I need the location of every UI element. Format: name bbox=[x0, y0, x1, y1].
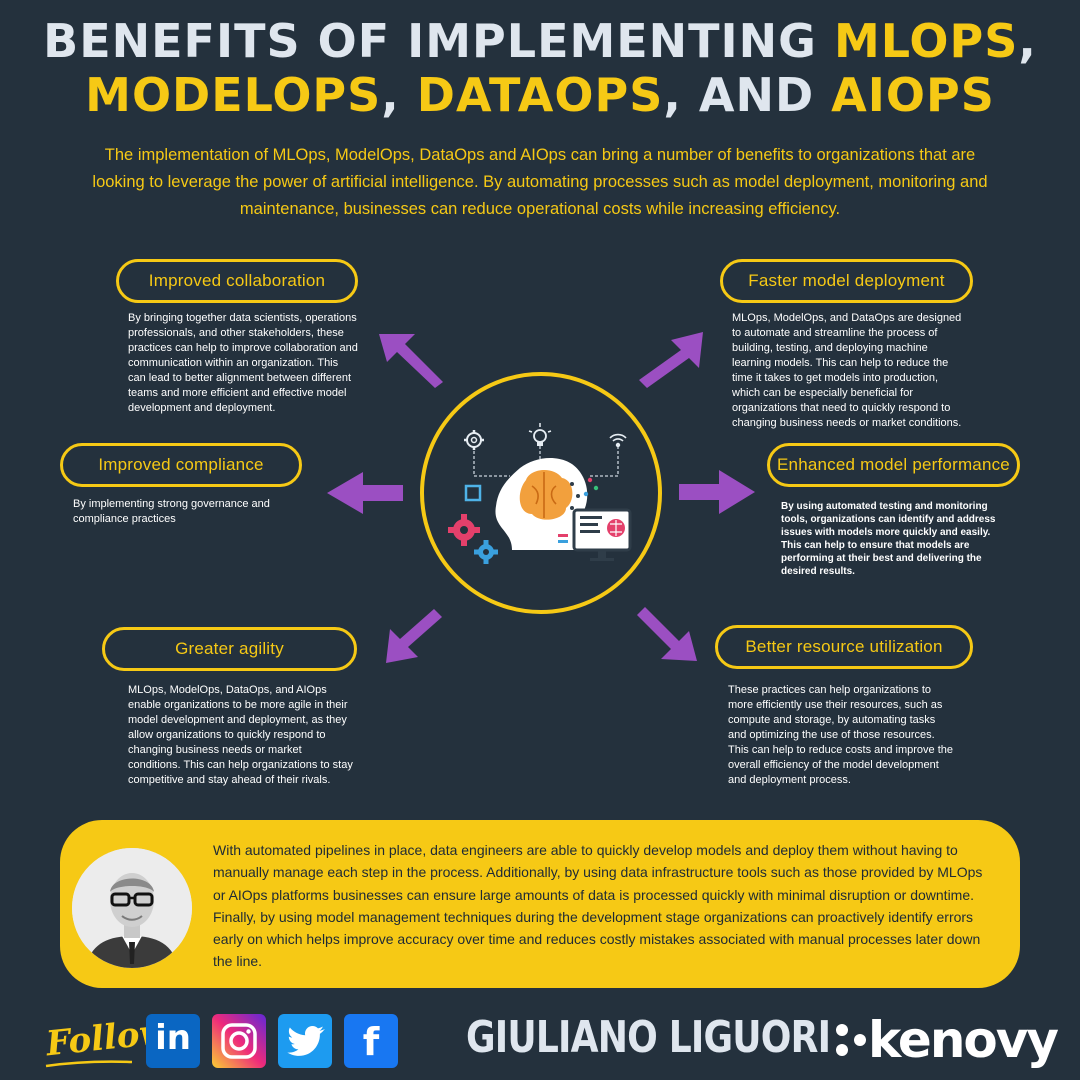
pill-enhanced-model-performance: Enhanced model performance bbox=[767, 443, 1020, 487]
square-icon bbox=[464, 484, 482, 502]
twitter-bird-icon bbox=[287, 1026, 325, 1056]
quote-text: With automated pipelines in place, data … bbox=[213, 842, 983, 970]
twitter-icon[interactable] bbox=[278, 1014, 332, 1068]
author-portrait-icon bbox=[72, 848, 192, 968]
desc-faster-model-deployment: MLOps, ModelOps, and DataOps are designe… bbox=[732, 312, 962, 429]
pill-faster-model-deployment: Faster model deployment bbox=[720, 259, 973, 303]
arrow-down-right-icon bbox=[637, 607, 697, 661]
facebook-icon[interactable]: f bbox=[344, 1014, 398, 1068]
kenovy-logo: kenovy bbox=[834, 1010, 1059, 1070]
page-title: BENEFITS OF IMPLEMENTING MLOPS, MODELOPS… bbox=[0, 14, 1080, 122]
lightbulb-icon bbox=[528, 423, 552, 446]
pill-improved-compliance: Improved compliance bbox=[60, 443, 302, 487]
desc-enhanced-model-performance: By using automated testing and monitorin… bbox=[781, 501, 996, 577]
desc-improved-collaboration: By bringing together data scientists, op… bbox=[128, 312, 358, 414]
desc-greater-agility: MLOps, ModelOps, DataOps, and AIOps enab… bbox=[128, 684, 353, 786]
avatar bbox=[72, 848, 192, 968]
title-line-2: MODELOPS, DATAOPS, AND AIOPS bbox=[85, 68, 995, 122]
follow-underline bbox=[45, 1060, 133, 1068]
arrow-down-left-icon bbox=[386, 609, 442, 663]
gear-icon bbox=[464, 430, 484, 450]
desc-better-resource-utilization: These practices can help organizations t… bbox=[728, 684, 954, 786]
arrow-up-left-icon bbox=[379, 334, 443, 388]
arrow-up-right-icon bbox=[639, 332, 703, 388]
intro-paragraph: The implementation of MLOps, ModelOps, D… bbox=[92, 146, 988, 218]
desc-improved-compliance: By implementing strong governance and co… bbox=[73, 498, 270, 525]
linkedin-icon[interactable]: in bbox=[146, 1014, 200, 1068]
author-name: GIULIANO LIGUORI bbox=[466, 1012, 831, 1063]
arrow-right-icon bbox=[679, 470, 755, 514]
quote-box bbox=[60, 820, 1020, 988]
pill-improved-collaboration: Improved collaboration bbox=[116, 259, 358, 303]
instagram-glyph-icon bbox=[221, 1023, 257, 1059]
ai-head-illustration bbox=[448, 423, 632, 564]
pill-greater-agility: Greater agility bbox=[102, 627, 357, 671]
title-line-1: BENEFITS OF IMPLEMENTING MLOPS, bbox=[43, 14, 1037, 68]
pill-better-resource-utilization: Better resource utilization bbox=[715, 625, 973, 669]
instagram-icon[interactable] bbox=[212, 1014, 266, 1068]
wifi-icon bbox=[609, 433, 627, 448]
kenovy-dots-icon bbox=[836, 1024, 866, 1056]
gear-red-icon bbox=[448, 514, 480, 546]
monitor-icon bbox=[572, 508, 632, 561]
arrow-left-icon bbox=[327, 472, 403, 514]
gear-blue-icon bbox=[474, 540, 498, 564]
